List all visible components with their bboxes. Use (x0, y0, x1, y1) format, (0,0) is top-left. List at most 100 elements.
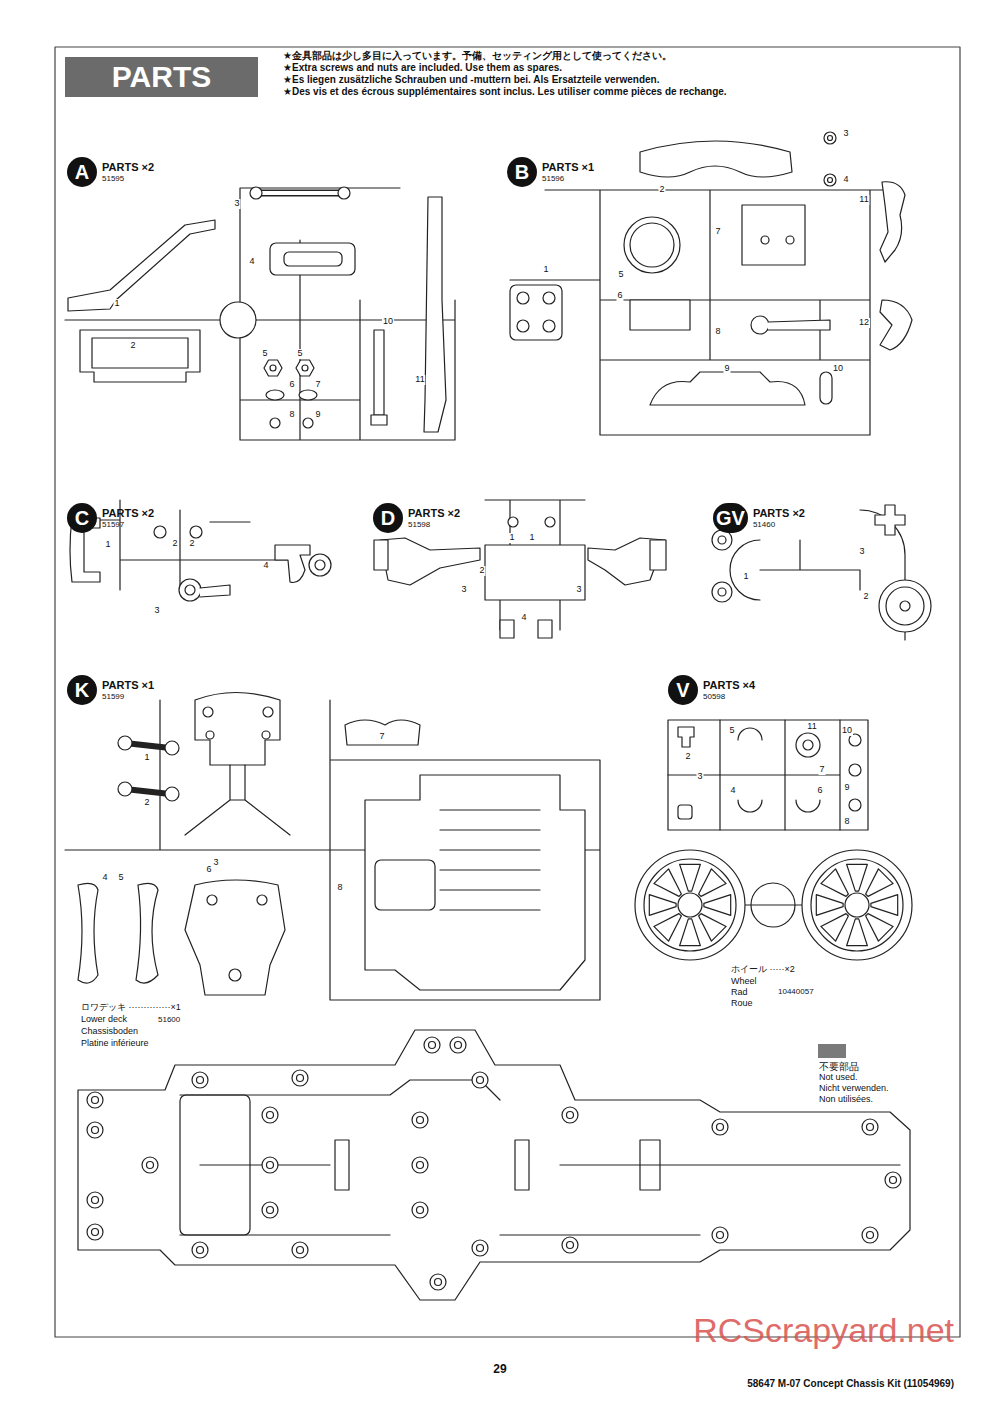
part-outline (485, 500, 585, 630)
part-outline (543, 292, 555, 304)
callout-number: 2 (862, 592, 869, 602)
part-outline (68, 220, 215, 311)
part-outline (761, 236, 769, 244)
part-outline (412, 1157, 428, 1173)
part-outline (654, 869, 681, 896)
part-outline (517, 320, 529, 332)
part-outline (847, 919, 868, 946)
part-outline (644, 859, 736, 951)
section-badge: BPARTS ×151596 (507, 157, 594, 187)
part-outline (87, 1192, 103, 1208)
part-outline (206, 731, 214, 739)
section-badge: GVPARTS ×251460 (713, 503, 805, 533)
part-outline (192, 1242, 208, 1258)
part-outline (630, 223, 674, 267)
callout-number: 3 (460, 585, 467, 595)
part-outline (262, 1107, 278, 1123)
callout-number: 1 (143, 753, 150, 763)
section-badge: VPARTS ×450598 (668, 675, 755, 705)
part-outline (562, 1107, 578, 1123)
callout-number: Lower deck (80, 1015, 128, 1025)
part-outline (207, 895, 217, 905)
callout-number: 4 (101, 873, 108, 883)
callout-number: 10 (832, 364, 844, 374)
callout-number: 5 (117, 873, 124, 883)
part-outline (303, 418, 313, 428)
part-outline (455, 1042, 462, 1049)
part-outline (699, 914, 726, 941)
part-outline (562, 1107, 578, 1123)
page-footer: 58647 M-07 Concept Chassis Kit (11054969… (746, 1378, 955, 1389)
callout-number: 3 (575, 585, 582, 595)
part-outline (742, 205, 805, 265)
parts-count: PARTS ×2 (102, 161, 154, 174)
part-outline (862, 1227, 878, 1243)
part-outline (185, 585, 195, 595)
part-outline (803, 740, 813, 750)
part-outline (338, 187, 350, 199)
part-outline (185, 765, 290, 835)
part-outline (266, 390, 284, 400)
callout-number: Non utilisées. (818, 1095, 874, 1105)
callout-number: 4 (262, 561, 269, 571)
section-heading: PARTS ×251460 (753, 507, 805, 529)
part-outline (472, 1072, 488, 1088)
callout-number: 12 (858, 318, 870, 328)
part-outline (180, 1080, 900, 1235)
section-badge: KPARTS ×151599 (67, 675, 154, 705)
part-outline (472, 1072, 488, 1088)
parts-count: PARTS ×2 (102, 507, 154, 520)
part-outline (262, 1107, 278, 1123)
part-outline (880, 300, 912, 350)
callout-number: 10 (382, 317, 394, 327)
part-outline (845, 893, 869, 917)
callout-number: 8 (843, 817, 850, 827)
part-outline (786, 236, 794, 244)
callout-number: ホイール ·····×2 (730, 965, 796, 975)
part-outline (292, 1242, 308, 1258)
part-outline (267, 1162, 274, 1169)
section-letter: A (67, 157, 97, 187)
section-letter: GV (713, 503, 748, 533)
part-outline (866, 914, 893, 941)
part-outline (270, 365, 276, 371)
callout-number: 2 (478, 566, 485, 576)
part-outline (821, 914, 848, 941)
callout-number: 2 (129, 341, 136, 351)
part-outline (87, 1122, 103, 1138)
part-outline (87, 1224, 103, 1240)
part-outline (680, 864, 701, 891)
part-outline (142, 1157, 158, 1173)
part-outline (751, 316, 769, 334)
part-number: 50598 (703, 692, 755, 701)
section-letter: B (507, 157, 537, 187)
part-outline (712, 1119, 728, 1135)
part-outline (417, 1117, 424, 1124)
part-outline (435, 1279, 442, 1286)
part-outline (424, 197, 446, 432)
part-outline (65, 188, 455, 440)
part-outline (335, 1140, 349, 1190)
section-heading: PARTS ×450598 (703, 679, 755, 701)
callout-number: Platine inférieure (80, 1039, 150, 1049)
part-outline (297, 1247, 304, 1254)
part-outline (270, 418, 280, 428)
section-badge: DPARTS ×251598 (373, 503, 460, 533)
part-outline (824, 174, 836, 186)
part-outline (345, 720, 420, 745)
callout-number: Nicht verwenden. (818, 1084, 890, 1094)
part-outline (718, 588, 726, 596)
part-outline (195, 693, 280, 766)
section-badge: APARTS ×251595 (67, 157, 154, 187)
legend-swatch (818, 1044, 846, 1058)
part-outline (424, 1037, 440, 1053)
note-text: ★Es liegen zusätzliche Schrauben und -mu… (282, 74, 660, 85)
part-outline (867, 1232, 874, 1239)
part-outline (65, 700, 600, 1000)
callout-number: 3 (233, 199, 240, 209)
part-outline (704, 895, 731, 916)
section-heading: PARTS ×251598 (408, 507, 460, 529)
part-outline (220, 302, 256, 338)
callout-number: 3 (212, 858, 219, 868)
